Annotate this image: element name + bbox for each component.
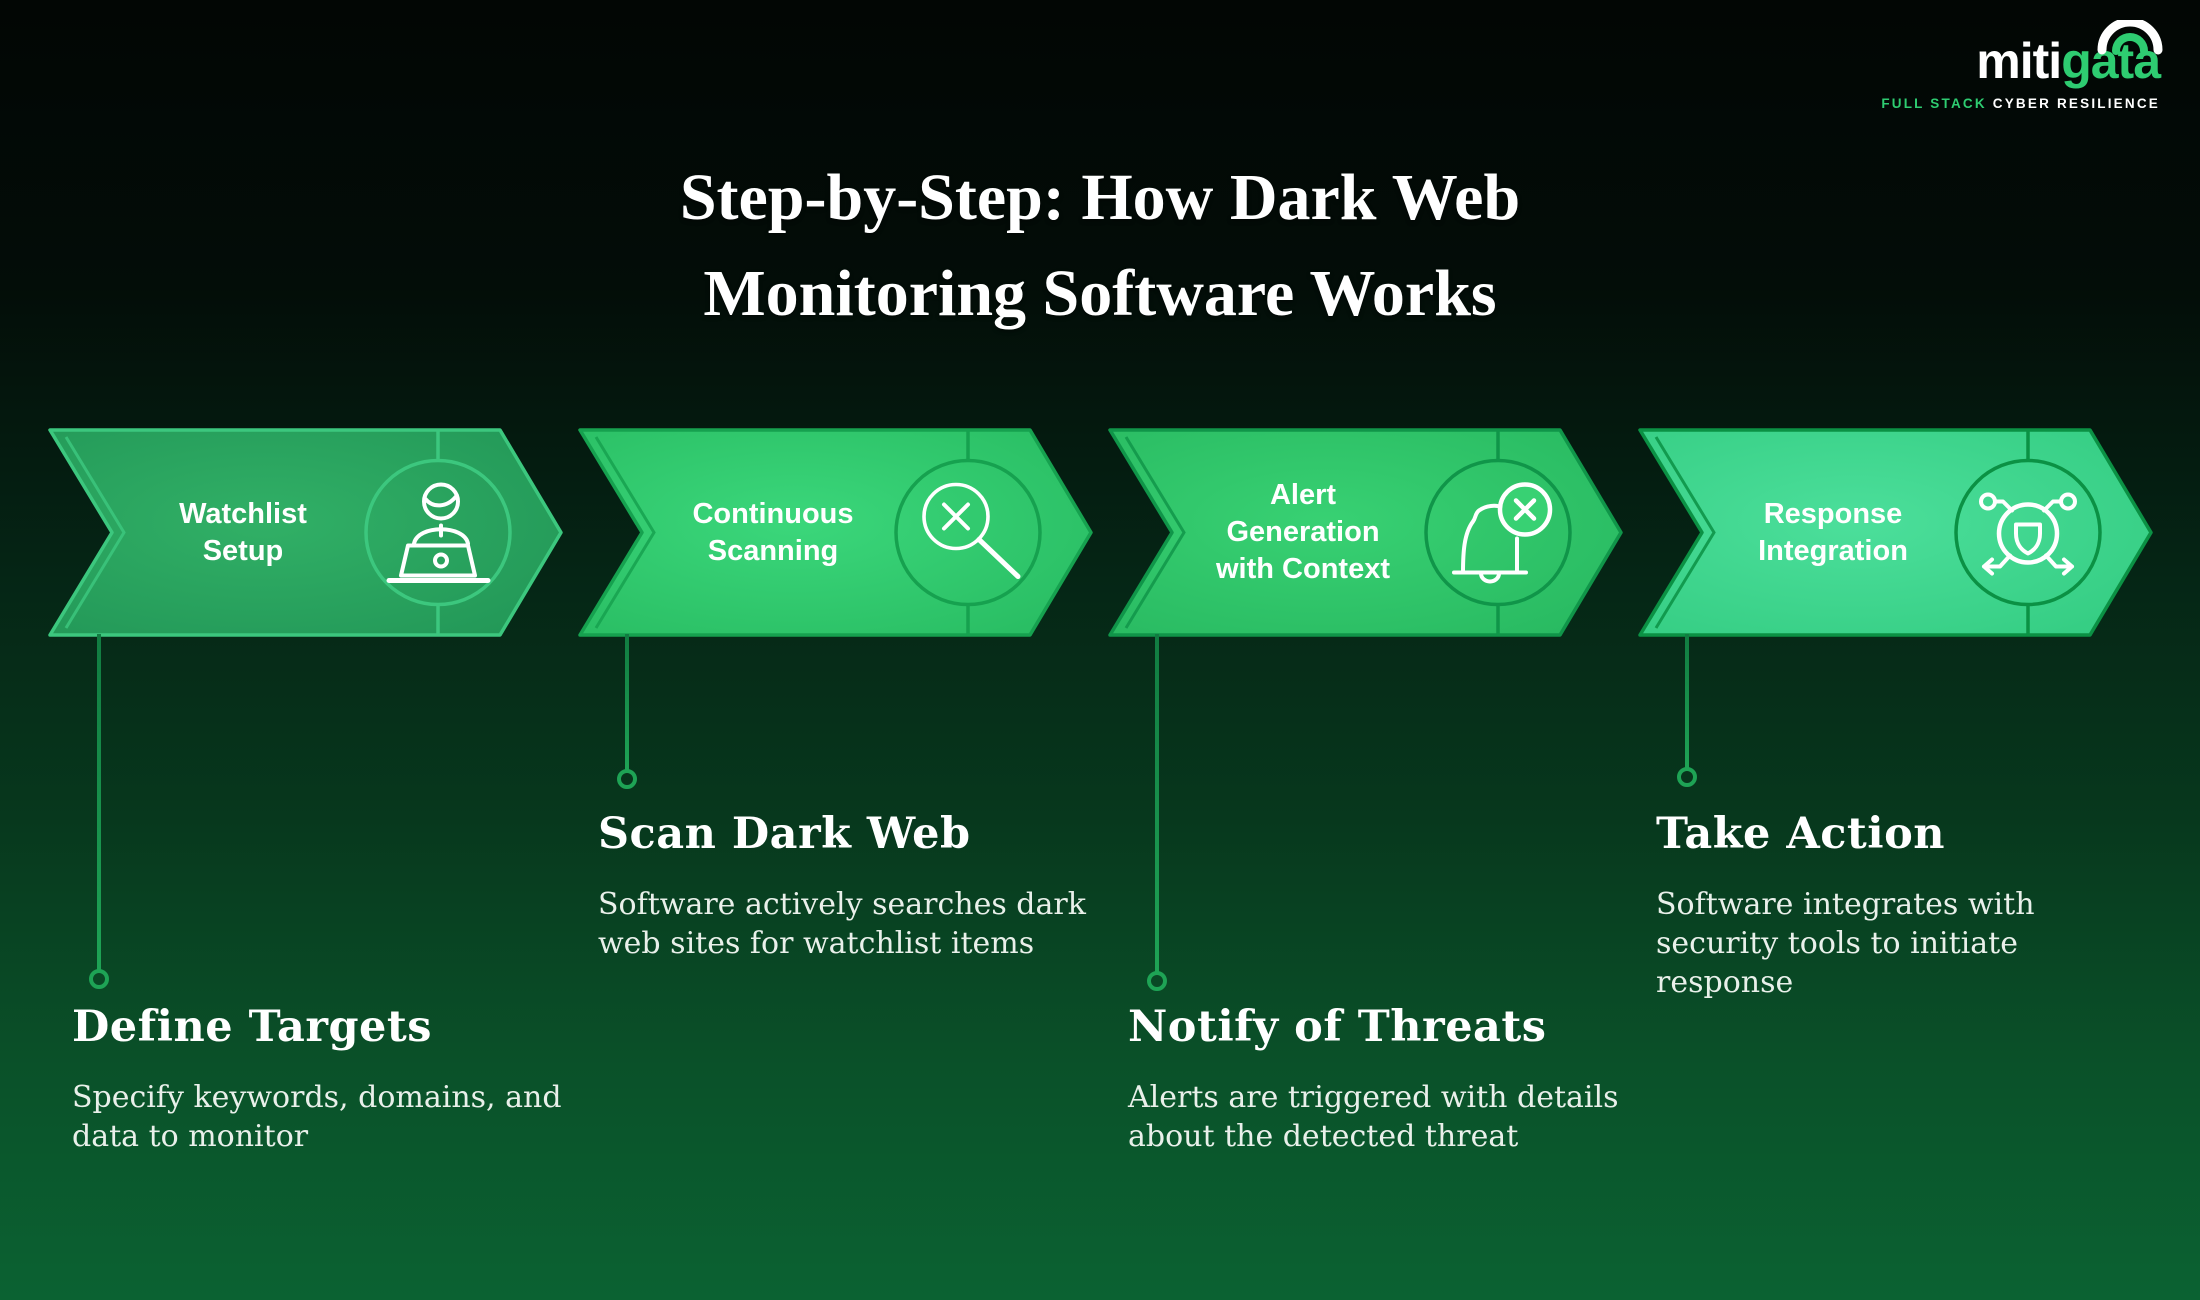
- callout-take-action: Take Action Software integrates with sec…: [1656, 809, 2176, 1002]
- callout-notify-of-threats: Notify of Threats Alerts are triggered w…: [1128, 1002, 1648, 1156]
- step-chevron-response-integration: Response Integration: [1638, 428, 2153, 637]
- bell-x-icon: [1452, 482, 1553, 584]
- connector-dot: [1677, 767, 1697, 787]
- chevron-shape: [1638, 428, 2153, 637]
- callout-scan-dark-web: Scan Dark Web Software actively searches…: [598, 809, 1118, 963]
- person-at-laptop-icon: [386, 482, 491, 583]
- callout-body: Alerts are triggered with details about …: [1128, 1080, 1619, 1154]
- connector-line: [1155, 634, 1159, 972]
- icon-ring: [1954, 458, 2102, 607]
- logo-tagline: FULL STACK CYBER RESILIENCE: [1881, 96, 2160, 111]
- chevron-body: [1638, 428, 2153, 637]
- callout-title: Take Action: [1656, 809, 1946, 859]
- step-label: Response Integration: [1758, 497, 1908, 567]
- step-label: Alert Generation with Context: [1216, 479, 1390, 585]
- connector-dot: [89, 969, 109, 989]
- callout-title: Notify of Threats: [1128, 1002, 1547, 1052]
- connector-line: [97, 634, 101, 970]
- mitigata-logo: mitigata FULL STACK CYBER RESILIENCE: [1881, 20, 2163, 111]
- chevron-shape: [578, 428, 1093, 637]
- chevron-inner-line: [64, 436, 126, 629]
- chevron-inner-line: [1124, 436, 1186, 629]
- chevron-shape: [48, 428, 563, 637]
- chevron-shape: [1108, 428, 1623, 637]
- step-chevron-alert-generation: Alert Generation with Context: [1108, 428, 1623, 637]
- chevron-body: [48, 428, 563, 637]
- shield-network-icon: [1979, 492, 2077, 576]
- tagline-full-stack: FULL STACK: [1881, 96, 1987, 111]
- chevron-body: [578, 428, 1093, 637]
- connector-line: [625, 634, 629, 770]
- icon-ring: [894, 458, 1042, 607]
- step-chevron-continuous-scanning: Continuous Scanning: [578, 428, 1093, 637]
- callout-define-targets: Define Targets Specify keywords, domains…: [72, 1002, 592, 1156]
- step-chevron-watchlist-setup: Watchlist Setup: [48, 428, 563, 637]
- logo-signal-arc-icon: [2097, 20, 2163, 55]
- callout-body: Software actively searches dark web site…: [598, 887, 1086, 961]
- icon-ring: [1424, 458, 1572, 607]
- step-label: Continuous Scanning: [692, 497, 854, 567]
- logo-wordmark: mitigata: [1976, 20, 2163, 89]
- chevron-inner-line: [594, 436, 656, 629]
- logo-text-white: miti: [1976, 33, 2062, 89]
- chevron-body: [1108, 428, 1623, 637]
- connector-line: [1685, 634, 1689, 768]
- page-title: Step-by-Step: How Dark Web Monitoring So…: [679, 161, 1521, 330]
- callout-body: Software integrates with security tools …: [1656, 887, 2035, 1000]
- connector-dot: [617, 769, 637, 789]
- tagline-cyber-resilience: CYBER RESILIENCE: [1992, 96, 2160, 111]
- connector-dot: [1147, 971, 1167, 991]
- magnifier-x-icon: [922, 482, 1021, 579]
- callout-title: Scan Dark Web: [598, 809, 971, 859]
- chevron-inner-line: [1654, 436, 1716, 629]
- step-label: Watchlist Setup: [179, 497, 307, 567]
- icon-ring: [364, 458, 512, 607]
- callout-body: Specify keywords, domains, and data to m…: [72, 1080, 562, 1154]
- callout-title: Define Targets: [72, 1002, 432, 1052]
